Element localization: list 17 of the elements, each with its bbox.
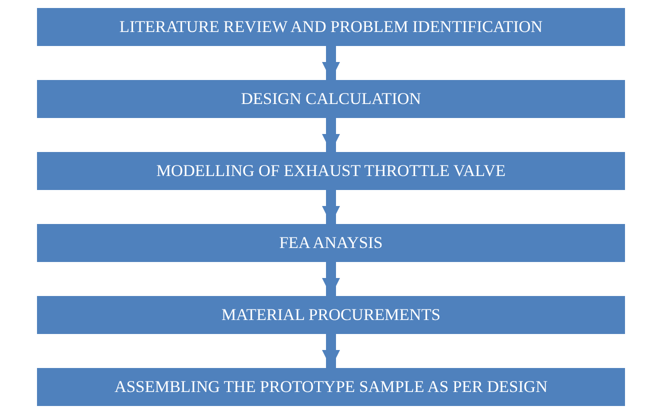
process-box <box>37 152 625 190</box>
process-box <box>37 8 625 46</box>
step-label: DESIGN CALCULATION <box>240 89 422 109</box>
process-box <box>37 296 625 334</box>
arrow <box>322 46 340 80</box>
arrow <box>322 334 340 368</box>
step-label: FEA ANAYSIS <box>279 233 383 253</box>
step-label: LITERATURE REVIEW AND PROBLEM IDENTIFICATION <box>119 17 543 37</box>
process-box <box>37 80 625 118</box>
step-label: MATERIAL PROCUREMENTS <box>222 305 440 325</box>
arrow <box>322 190 340 224</box>
arrow <box>322 118 340 152</box>
arrow <box>322 262 340 296</box>
process-box <box>37 224 625 262</box>
step-label: MODELLING OF EXHAUST THROTTLE VALVE <box>156 161 506 181</box>
step-label: ASSEMBLING THE PROTOTYPE SAMPLE AS PER DESIGN <box>114 377 548 397</box>
process-box <box>37 368 625 406</box>
